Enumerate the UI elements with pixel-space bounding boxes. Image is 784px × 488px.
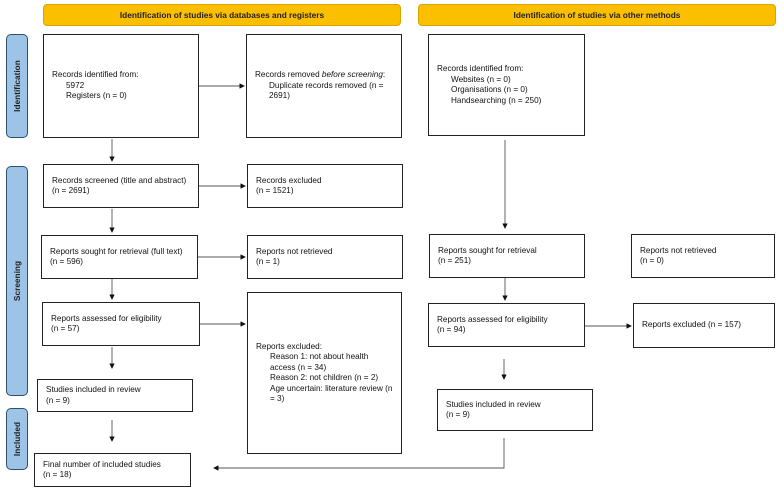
arrow	[213, 438, 505, 471]
box-line: Registers (n = 0)	[66, 91, 127, 101]
box-title: Records identified from:	[437, 64, 524, 73]
box-count: (n = 57)	[51, 324, 80, 333]
box-title: Records identified from:	[52, 70, 139, 80]
box-title: Records screened (title and abstract)	[52, 175, 187, 185]
box-title: Reports not retrieved	[640, 245, 717, 255]
box-count: (n = 1521)	[256, 186, 294, 195]
box-line: 5972	[66, 80, 85, 90]
box-count: (n = 0)	[640, 256, 664, 265]
box-title: Studies included in review	[446, 399, 541, 409]
title-part: Records removed	[255, 70, 322, 80]
title-part: :	[382, 70, 386, 80]
box-count: (n = 9)	[446, 410, 470, 419]
box-count: (n = 1)	[256, 257, 280, 266]
box-title: Reports assessed for eligibility	[437, 314, 548, 324]
box-title: Reports excluded:	[256, 341, 322, 351]
phase-label: Screening	[12, 260, 22, 302]
box-line: Age uncertain: literature review (n = 3)	[270, 383, 393, 404]
phase-label: Included	[12, 421, 22, 457]
box-studies-included: Studies included in review(n = 9)	[37, 379, 193, 412]
box-title: Records excluded	[256, 175, 322, 185]
box-other-studies-included: Studies included in review(n = 9)	[437, 389, 593, 431]
phase-included: Included	[6, 408, 28, 470]
box-records-identified: Records identified from: 5972 Registers …	[43, 34, 199, 138]
box-title: Final number of included studies	[43, 459, 161, 469]
box-count: (n = 2691)	[52, 186, 90, 195]
box-reports-sought: Reports sought for retrieval (full text)…	[41, 235, 198, 279]
box-title: Reports assessed for eligibility	[51, 313, 162, 323]
box-title: Reports sought for retrieval	[438, 245, 537, 255]
box-title: Studies included in review	[46, 385, 141, 394]
header-databases: Identification of studies via databases …	[43, 4, 401, 26]
title-emphasis: before screening	[321, 70, 383, 80]
box-line: Organisations (n = 0)	[451, 85, 528, 94]
box-other-reports-excluded: Reports excluded (n = 157)	[633, 303, 775, 348]
box-count: (n = 94)	[437, 325, 466, 334]
box-count: (n = 18)	[43, 470, 72, 479]
box-records-screened: Records screened (title and abstract)(n …	[43, 164, 199, 208]
box-line: Duplicate records removed (n = 2691)	[269, 80, 384, 101]
box-title: Reports not retrieved	[256, 246, 333, 256]
box-other-reports-assessed: Reports assessed for eligibility(n = 94)	[428, 303, 585, 347]
box-title: Reports excluded (n = 157)	[642, 320, 741, 330]
box-final-included: Final number of included studies(n = 18)	[34, 453, 191, 487]
box-count: (n = 251)	[438, 256, 471, 265]
box-line: Reason 2: not children (n = 2)	[270, 373, 379, 382]
phase-identification: Identification	[6, 34, 28, 138]
box-records-excluded: Records excluded(n = 1521)	[247, 164, 403, 208]
box-count: (n = 596)	[50, 257, 83, 266]
header-other-methods: Identification of studies via other meth…	[418, 4, 776, 26]
box-other-records-identified: Records identified from: Websites (n = 0…	[428, 34, 585, 136]
box-reports-excluded-reasons: Reports excluded: Reason 1: not about he…	[247, 292, 402, 454]
box-count: (n = 9)	[46, 395, 70, 405]
phase-screening: Screening	[6, 166, 28, 396]
box-line: Handsearching (n = 250)	[451, 95, 542, 105]
box-line: Reason 1: not about health access (n = 3…	[270, 352, 369, 372]
box-other-reports-sought: Reports sought for retrieval(n = 251)	[429, 234, 585, 278]
phase-label: Identification	[12, 60, 22, 112]
box-reports-assessed: Reports assessed for eligibility(n = 57)	[42, 302, 200, 346]
box-title: Records removed before screening:	[255, 70, 393, 81]
box-title: Reports sought for retrieval (full text)	[50, 246, 183, 256]
box-reports-not-retrieved: Reports not retrieved(n = 1)	[247, 235, 403, 279]
box-records-removed: Records removed before screening: Duplic…	[246, 34, 402, 138]
box-line: Websites (n = 0)	[451, 74, 511, 84]
box-other-not-retrieved: Reports not retrieved(n = 0)	[631, 234, 775, 278]
